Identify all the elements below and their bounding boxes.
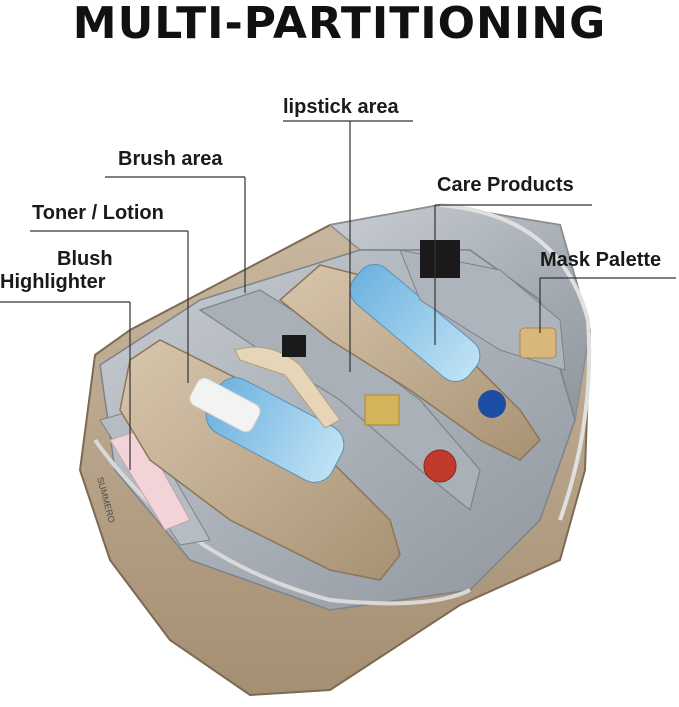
- small-jar: [423, 449, 457, 483]
- callout-lines: [0, 120, 676, 470]
- mask-perfume: [519, 327, 557, 359]
- page-title: MULTI-PARTITIONING: [72, 0, 607, 49]
- label-highlighter: Highlighter: [0, 271, 106, 293]
- label-blush: Blush: [57, 248, 113, 270]
- nivea-cap: [478, 390, 506, 418]
- zipper-back: [439, 203, 592, 521]
- label-toner-lotion: Toner / Lotion: [32, 202, 164, 224]
- zipper-front: [93, 438, 471, 606]
- mask-item: [420, 240, 460, 278]
- perfume-gold: [364, 394, 400, 426]
- makeup-brush: [234, 346, 341, 429]
- lipstick-tube: [282, 335, 306, 357]
- label-mask-palette: Mask Palette: [540, 249, 662, 271]
- label-care-products: Care Products: [437, 174, 574, 196]
- toner-label: [189, 377, 261, 433]
- label-lipstick-area: lipstick area: [283, 96, 399, 118]
- label-brush-area: Brush area: [118, 148, 223, 170]
